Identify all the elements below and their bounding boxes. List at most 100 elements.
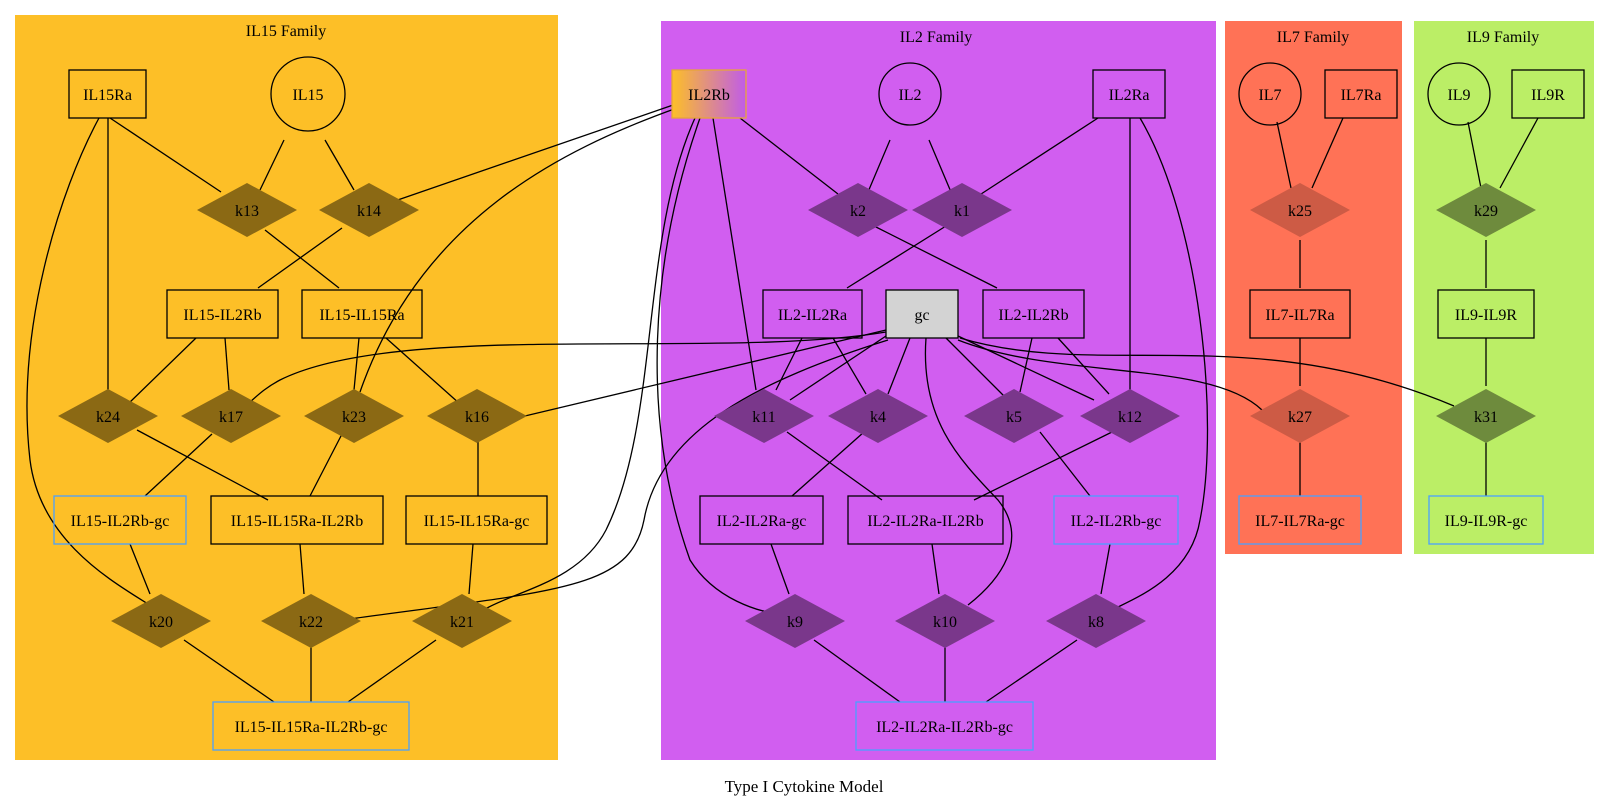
edge-gc-k11 xyxy=(789,335,887,401)
edge-il2rb-k23 xyxy=(359,107,678,393)
reaction-k29[interactable]: k29 xyxy=(1436,183,1536,237)
reaction-k24[interactable]: k24 xyxy=(58,389,158,443)
node-il15[interactable]: IL15 xyxy=(270,56,346,132)
nodes-il9: IL9 IL9R k29 IL9-IL9R k31 IL9-IL9R-gc xyxy=(1427,62,1585,545)
edge-il2-il2rb-gc-k8 xyxy=(1100,543,1111,595)
svg-text:k14: k14 xyxy=(357,203,381,220)
edge-il2ra-k8 xyxy=(1107,117,1209,613)
edge-il15-il15ra-il2rb-k22 xyxy=(299,543,305,595)
svg-text:k29: k29 xyxy=(1474,203,1498,220)
svg-text:IL9: IL9 xyxy=(1447,87,1470,104)
edge-il7ra-k25 xyxy=(1311,117,1344,189)
cluster-il9-title: IL9 Family xyxy=(1467,29,1539,46)
svg-text:IL7: IL7 xyxy=(1258,87,1281,104)
reaction-k14[interactable]: k14 xyxy=(319,183,419,237)
node-il9[interactable]: IL9 xyxy=(1427,62,1491,126)
reaction-k21[interactable]: k21 xyxy=(412,594,512,648)
svg-text:IL15Ra: IL15Ra xyxy=(83,87,132,104)
edge-k12-il2-il2ra-il2rb xyxy=(973,431,1113,501)
reaction-k31[interactable]: k31 xyxy=(1436,389,1536,443)
reaction-k13[interactable]: k13 xyxy=(197,183,297,237)
node-gc[interactable]: gc xyxy=(885,289,959,339)
node-il9r[interactable]: IL9R xyxy=(1511,69,1585,119)
node-il2-il2rb[interactable]: IL2-IL2Rb xyxy=(982,289,1085,339)
node-il7-il7ra-gc[interactable]: IL7-IL7Ra-gc xyxy=(1238,495,1362,545)
edge-k1-il2-il2ra xyxy=(846,225,947,289)
node-il15-il15ra-il2rb-gc[interactable]: IL15-IL15Ra-IL2Rb-gc xyxy=(212,701,410,751)
svg-text:IL2Ra: IL2Ra xyxy=(1109,87,1150,104)
edge-il2rb-k2 xyxy=(739,117,839,195)
svg-text:k4: k4 xyxy=(870,409,886,426)
reaction-k16[interactable]: k16 xyxy=(427,389,527,443)
cluster-il2-title: IL2 Family xyxy=(900,29,972,46)
reaction-k8[interactable]: k8 xyxy=(1046,594,1146,648)
svg-text:k9: k9 xyxy=(787,614,803,631)
node-il7ra[interactable]: IL7Ra xyxy=(1324,69,1398,119)
node-il2-il2ra-il2rb-gc[interactable]: IL2-IL2Ra-IL2Rb-gc xyxy=(855,701,1034,751)
reaction-k20[interactable]: k20 xyxy=(111,594,211,648)
reaction-k9[interactable]: k9 xyxy=(745,594,845,648)
node-il9-il9r-gc[interactable]: IL9-IL9R-gc xyxy=(1428,495,1544,545)
reaction-k11[interactable]: k11 xyxy=(714,389,814,443)
node-il15-il2rb-gc[interactable]: IL15-IL2Rb-gc xyxy=(53,495,187,545)
reaction-k5[interactable]: k5 xyxy=(964,389,1064,443)
reaction-k12[interactable]: k12 xyxy=(1080,389,1180,443)
svg-text:k23: k23 xyxy=(342,409,366,426)
node-il15ra[interactable]: IL15Ra xyxy=(68,69,147,119)
node-il2ra[interactable]: IL2Ra xyxy=(1092,69,1166,119)
cluster-il15-family: IL15 Family xyxy=(15,15,558,760)
node-il15-il15ra-gc[interactable]: IL15-IL15Ra-gc xyxy=(405,495,548,545)
node-il2[interactable]: IL2 xyxy=(878,62,942,126)
edge-il2-il2ra-k11 xyxy=(775,337,803,391)
edge-il15-il15ra-k23 xyxy=(353,337,360,391)
svg-text:k17: k17 xyxy=(219,409,243,426)
edge-il15-il2rb-k24 xyxy=(127,337,197,405)
reaction-k10[interactable]: k10 xyxy=(895,594,995,648)
reaction-k1[interactable]: k1 xyxy=(912,183,1012,237)
reaction-k4[interactable]: k4 xyxy=(828,389,928,443)
node-il2-il2ra[interactable]: IL2-IL2Ra xyxy=(762,289,863,339)
node-il2-il2ra-il2rb[interactable]: IL2-IL2Ra-IL2Rb xyxy=(847,495,1004,545)
reaction-k17[interactable]: k17 xyxy=(181,389,281,443)
reaction-k22[interactable]: k22 xyxy=(261,594,361,648)
svg-text:k10: k10 xyxy=(933,614,957,631)
svg-text:k22: k22 xyxy=(299,614,323,631)
edge-k13-il15-il15ra xyxy=(264,229,340,289)
edge-gc-k22 xyxy=(341,339,889,621)
edge-k11-il2-il2ra-il2rb xyxy=(786,431,883,501)
edge-il2-il2ra-k4 xyxy=(832,337,867,395)
cluster-il7-background xyxy=(1225,21,1402,554)
svg-text:IL7-IL7Ra-gc: IL7-IL7Ra-gc xyxy=(1255,513,1345,530)
node-il2rb[interactable]: IL2Rb xyxy=(671,69,747,119)
edge-k8-final xyxy=(985,639,1078,703)
edge-il2rb-k14 xyxy=(388,103,677,204)
node-il7-il7ra[interactable]: IL7-IL7Ra xyxy=(1249,289,1351,339)
cluster-il9-background xyxy=(1414,21,1594,554)
node-il15-il15ra-il2rb[interactable]: IL15-IL15Ra-IL2Rb xyxy=(210,495,384,545)
node-il2-il2ra-gc[interactable]: IL2-IL2Ra-gc xyxy=(699,495,824,545)
svg-text:IL2-IL2Ra-IL2Rb: IL2-IL2Ra-IL2Rb xyxy=(867,513,983,530)
node-il2-il2rb-gc[interactable]: IL2-IL2Rb-gc xyxy=(1053,495,1179,545)
reaction-k27[interactable]: k27 xyxy=(1250,389,1350,443)
reaction-k25[interactable]: k25 xyxy=(1250,183,1350,237)
edge-gc-k10 xyxy=(924,337,1013,606)
node-il15-il2rb[interactable]: IL15-IL2Rb xyxy=(166,289,279,339)
svg-text:k13: k13 xyxy=(235,203,259,220)
node-il7[interactable]: IL7 xyxy=(1238,62,1302,126)
edge-k23-il15-il15ra-il2rb xyxy=(309,433,343,497)
svg-text:IL2: IL2 xyxy=(898,87,921,104)
edges xyxy=(26,103,1539,703)
svg-text:k12: k12 xyxy=(1118,409,1142,426)
svg-text:IL15-IL15Ra: IL15-IL15Ra xyxy=(319,307,404,324)
reaction-k2[interactable]: k2 xyxy=(808,183,908,237)
edge-k24-il15-il15ra-il2rb xyxy=(136,429,269,501)
edge-il15-il2rb-k17 xyxy=(224,337,230,391)
cluster-il9-family: IL9 Family xyxy=(1414,21,1594,554)
edge-il15-il15ra-gc-k21 xyxy=(468,543,474,595)
node-il15-il15ra[interactable]: IL15-IL15Ra xyxy=(301,289,423,339)
svg-text:IL9-IL9R: IL9-IL9R xyxy=(1455,307,1518,324)
reaction-k23[interactable]: k23 xyxy=(304,389,404,443)
svg-text:k8: k8 xyxy=(1088,614,1104,631)
node-il9-il9r[interactable]: IL9-IL9R xyxy=(1437,289,1535,339)
svg-text:IL2-IL2Ra: IL2-IL2Ra xyxy=(778,307,847,324)
